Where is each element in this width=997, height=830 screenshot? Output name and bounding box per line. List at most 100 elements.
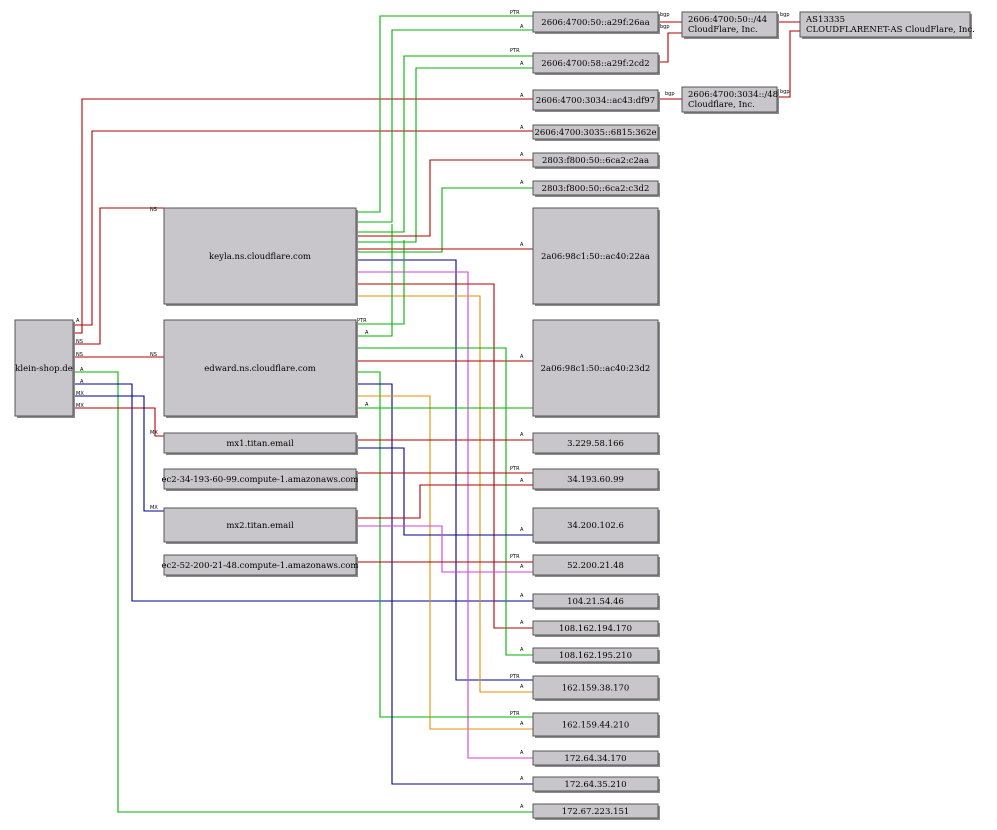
edge-keyla-a-ip6-label: A	[520, 620, 524, 626]
klein-out-label-0: A	[76, 318, 80, 324]
node-ip11-label: 172.64.35.210	[564, 780, 626, 790]
node-ip4[interactable]: 52.200.21.48	[532, 554, 660, 577]
klein-out-label-3: A	[80, 367, 84, 373]
node-v6c-label: 2606:4700:3034::ac43:df97	[536, 96, 655, 106]
node-ip12[interactable]: 172.67.223.151	[532, 803, 660, 820]
edge-edward-a-ip7	[356, 347, 533, 656]
edge-keyla-a-ip8-label: A	[520, 684, 524, 690]
node-ip6[interactable]: 108.162.194.170	[532, 620, 660, 637]
edge-klein-mx-mx2	[73, 395, 164, 512]
edge-ec2b-ptr-ip4-label: PTR	[510, 554, 520, 560]
edge-edward-ptr-v6b	[356, 240, 405, 325]
edge-klein-a-v6d	[73, 130, 533, 326]
edge-edward-ptr-ip9	[356, 371, 533, 718]
node-ip2[interactable]: 34.193.60.99	[532, 468, 660, 491]
edge-pfx2-bgp-asn	[777, 30, 800, 98]
node-v6b[interactable]: 2606:4700:58::a29f:2cd2	[532, 52, 660, 75]
edge-ec2a-ptr-ip2-label: PTR	[510, 466, 520, 472]
node-ip12-label: 172.67.223.151	[562, 807, 630, 817]
edge-keyla-a-v6e-label: A	[520, 152, 524, 158]
node-ip10[interactable]: 172.64.34.170	[532, 750, 660, 767]
node-klein[interactable]: klein-shop.de	[14, 319, 75, 418]
node-ec2b[interactable]: ec2-52-200-21-48.compute-1.amazonaws.com	[162, 554, 359, 577]
edge-keyla-a-ip8	[356, 295, 533, 693]
node-v6h[interactable]: 2a06:98c1:50::ac40:23d2	[532, 319, 660, 418]
node-ip3[interactable]: 34.200.102.6	[532, 507, 660, 544]
edge-pfx1-bgp-asn-label: bgp	[780, 12, 790, 18]
node-v6f[interactable]: 2803:f800:50::6ca2:c3d2	[532, 180, 660, 197]
node-ip1[interactable]: 3.229.58.166	[532, 432, 660, 455]
edge-keyla-ptr-v6b-label: PTR	[510, 48, 520, 54]
edge-pfx2-bgp-asn-label: bgp	[780, 89, 790, 95]
node-v6c[interactable]: 2606:4700:3034::ac43:df97	[532, 89, 660, 112]
node-ip7[interactable]: 108.162.195.210	[532, 647, 660, 664]
edge-keyla-ptr-v6a-label: PTR	[510, 10, 520, 16]
node-ip11[interactable]: 172.64.35.210	[532, 776, 660, 793]
node-ip5[interactable]: 104.21.54.46	[532, 593, 660, 610]
edge-edward-a-v6h-label: A	[520, 354, 524, 360]
node-ec2a-label: ec2-34-193-60-99.compute-1.amazonaws.com	[162, 475, 359, 485]
edge-keyla-a-v6b	[356, 67, 533, 243]
node-ip9[interactable]: 162.159.44.210	[532, 712, 660, 738]
node-pfx2-label-2: Cloudflare, Inc.	[688, 100, 755, 110]
edge-mx1-a-ip3	[356, 447, 533, 536]
edge-keyla-a-v6a-label: A	[520, 24, 524, 30]
node-v6f-label: 2803:f800:50::6ca2:c3d2	[542, 184, 650, 194]
node-pfx1-label-2: CloudFlare, Inc.	[688, 25, 758, 35]
node-v6g-label: 2a06:98c1:50::ac40:22aa	[541, 252, 650, 262]
edge-klein-ns-edward-label: NS	[150, 352, 157, 358]
node-edward-label: edward.ns.cloudflare.com	[204, 364, 316, 374]
node-v6e[interactable]: 2803:f800:50::6ca2:c2aa	[532, 152, 660, 169]
edge-klein-a-ip5	[73, 383, 533, 602]
edge-keyla-ptr-v6a	[356, 15, 533, 213]
node-v6d[interactable]: 2606:4700:3035::6815:362e	[532, 124, 660, 141]
edge-keyla-a-v6a	[356, 29, 533, 223]
node-mx1[interactable]: mx1.titan.email	[163, 432, 358, 455]
edge-klein-ns-keyla	[73, 207, 164, 345]
node-ip8[interactable]: 162.159.38.170	[532, 675, 660, 701]
node-v6b-label: 2606:4700:58::a29f:2cd2	[541, 59, 649, 69]
edge-mx2-a-ip4-label: A	[520, 564, 524, 570]
edge-keyla-ptr-ip8	[356, 259, 533, 681]
node-v6a[interactable]: 2606:4700:50::a29f:26aa	[532, 11, 660, 34]
edge-edward-ptr-ip9-label: PTR	[510, 711, 520, 717]
node-ec2b-label: ec2-52-200-21-48.compute-1.amazonaws.com	[162, 561, 359, 571]
node-ip5-label: 104.21.54.46	[567, 597, 624, 607]
klein-out-label-5: MX	[76, 391, 84, 397]
edge-klein-ns-keyla-label: NS	[150, 207, 157, 213]
edge-klein-a-v6c-label: A	[520, 93, 524, 99]
node-pfx1-label-1: 2606:4700:50::/44	[688, 15, 767, 25]
edge-keyla-a-ip10-label: A	[520, 750, 524, 756]
edge-klein-a-ip12	[73, 371, 533, 813]
edge-edward-ptr-v6b-label: PTR	[357, 318, 367, 324]
node-v6h-label: 2a06:98c1:50::ac40:23d2	[541, 364, 651, 374]
edge-klein-mx-mx1-label: MX	[150, 430, 158, 436]
edge-keyla-a-v6e	[356, 159, 533, 237]
edge-edward-a-ip7-label: A	[520, 647, 524, 653]
node-v6a-label: 2606:4700:50::a29f:26aa	[541, 18, 649, 28]
node-edward[interactable]: edward.ns.cloudflare.com	[163, 319, 358, 418]
edge-klein-a-ip12-label: A	[520, 804, 524, 810]
node-v6d-label: 2606:4700:3035::6815:362e	[534, 128, 656, 138]
edge-keyla-ptr-v6b	[356, 55, 533, 233]
edge-keyla-ptr-ip8-label: PTR	[510, 674, 520, 680]
node-ip8-label: 162.159.38.170	[562, 684, 630, 694]
edge-klein-a-v6c	[73, 98, 533, 334]
klein-out-label-6: MX	[76, 403, 84, 409]
node-asn-label-2: CLOUDFLARENET-AS CloudFlare, Inc.	[806, 25, 975, 35]
edge-v6c-bgp-pfx2-label: bgp	[665, 91, 675, 97]
node-ec2a[interactable]: ec2-34-193-60-99.compute-1.amazonaws.com	[162, 468, 359, 491]
edge-v6b-bgp-pfx1-label: bgp	[660, 24, 670, 30]
edge-klein-a-ip5-label: A	[520, 593, 524, 599]
node-v6e-label: 2803:f800:50::6ca2:c2aa	[542, 156, 649, 166]
node-mx2[interactable]: mx2.titan.email	[163, 507, 358, 544]
node-v6g[interactable]: 2a06:98c1:50::ac40:22aa	[532, 207, 660, 306]
node-ip1-label: 3.229.58.166	[567, 439, 624, 449]
edge-klein-mx-mx1	[73, 407, 164, 437]
node-keyla[interactable]: keyla.ns.cloudflare.com	[163, 207, 358, 306]
edge-klein-a-v6d-label: A	[520, 125, 524, 131]
